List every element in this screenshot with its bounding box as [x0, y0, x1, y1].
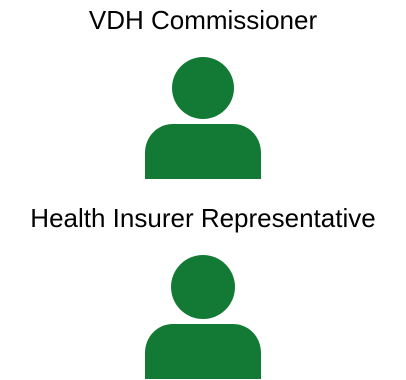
person-icon [143, 57, 263, 179]
role-label-commissioner: VDH Commissioner [88, 5, 318, 35]
person-icon [143, 255, 263, 379]
role-label-insurer-representative: Health Insurer Representative [30, 203, 376, 233]
